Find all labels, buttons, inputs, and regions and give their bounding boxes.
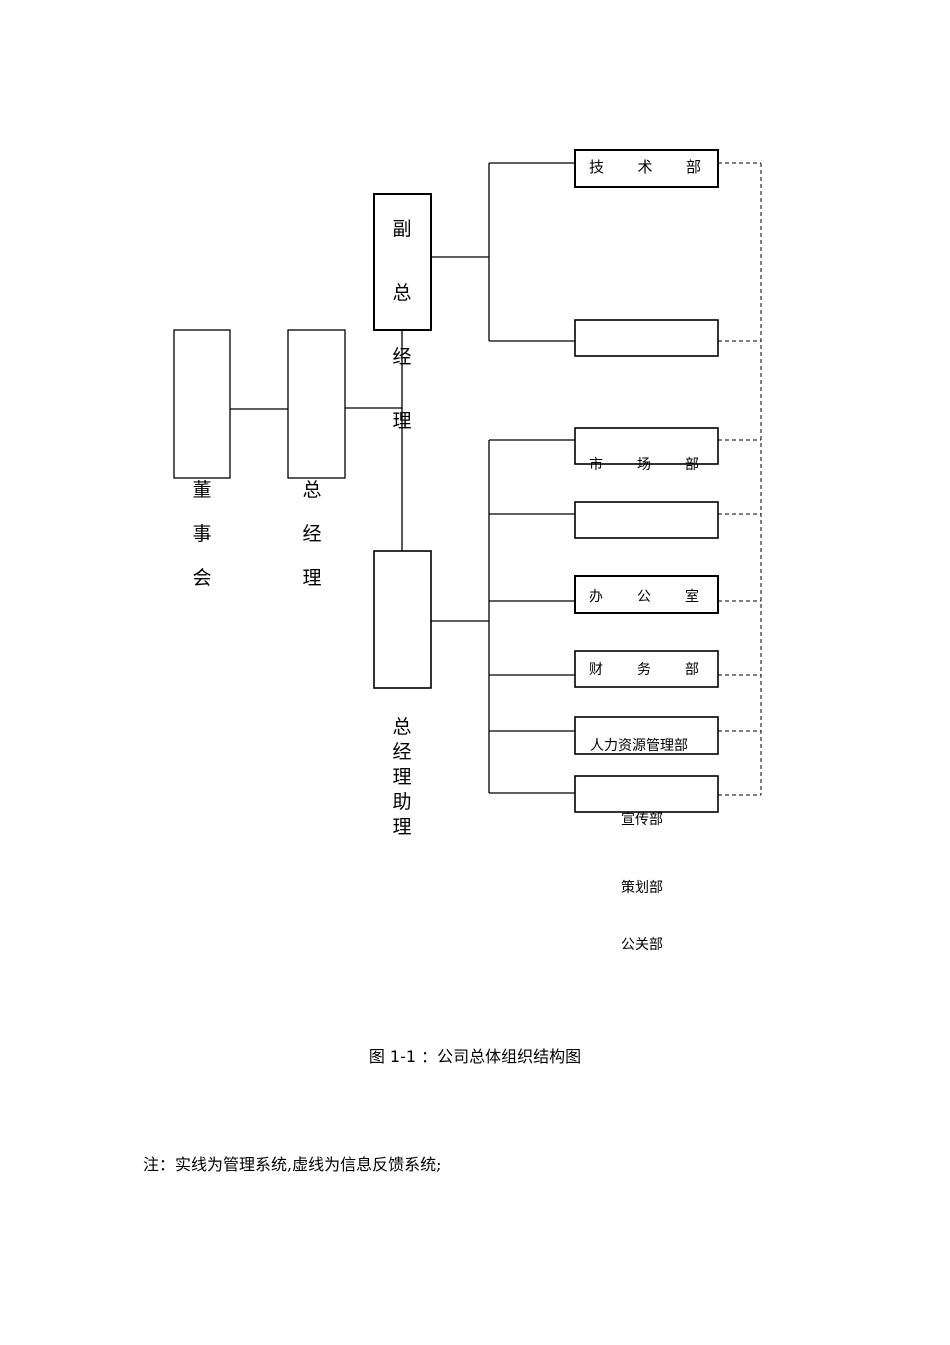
assistant-label: 总经理助理: [392, 716, 412, 838]
dept-label-finance: 财务部: [589, 662, 699, 678]
dept-box-5: [574, 575, 719, 614]
figure-caption: 图 1-1 ：公司总体组织结构图: [368, 1047, 582, 1066]
dept-box-1: [574, 149, 719, 188]
dept-label-market: 市场部: [589, 457, 699, 473]
dept-box-3: [574, 427, 719, 465]
board-box: [173, 329, 231, 479]
dept-label-publicity: 宣传部: [621, 812, 663, 828]
ceo-box: [287, 329, 346, 479]
dept-box-2: [574, 319, 719, 357]
dept-label-planning: 策划部: [621, 880, 663, 896]
legend-note: 注：实线为管理系统,虚线为信息反馈系统;: [143, 1155, 442, 1174]
dept-box-8: [574, 775, 719, 813]
board-label: 董事会: [192, 479, 212, 589]
dept-label-pr: 公关部: [621, 937, 663, 953]
vp-label: 副总经理: [392, 218, 412, 432]
assistant-box: [373, 550, 432, 689]
dept-label-office: 办公室: [589, 589, 699, 605]
dept-box-7: [574, 716, 719, 755]
dept-box-6: [574, 650, 719, 688]
dept-label-tech: 技术部: [589, 158, 701, 176]
dept-label-hr: 人力资源管理部: [590, 738, 688, 754]
dept-box-4: [574, 501, 719, 539]
ceo-label: 总经理: [302, 479, 322, 589]
